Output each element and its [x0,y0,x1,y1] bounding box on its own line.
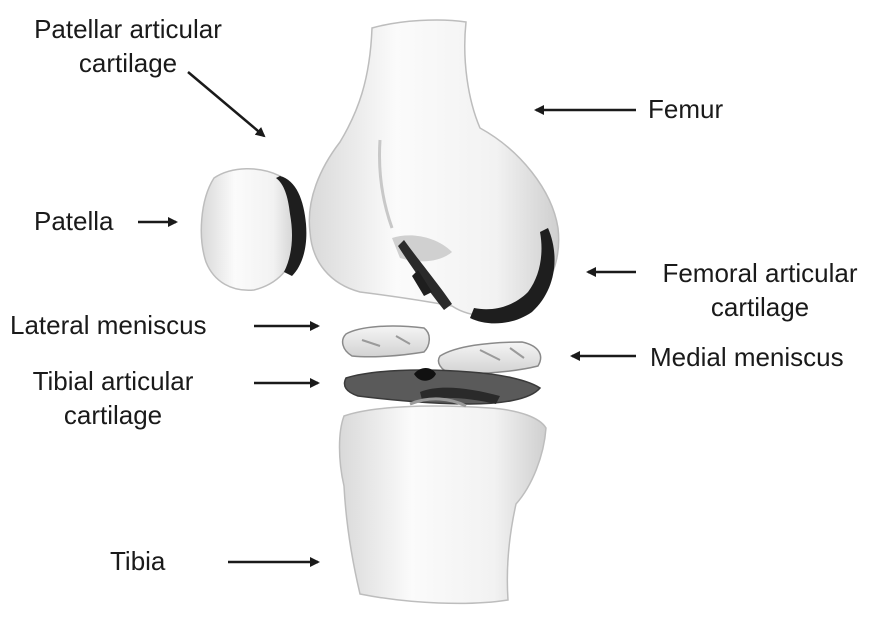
femur-shape [309,20,558,316]
label-lateral-meniscus: Lateral meniscus [10,308,207,342]
medial-meniscus-shape [439,342,541,374]
label-femoral-line-1: Femoral articular [648,256,872,290]
label-tibial-articular-cartilage: Tibial articular cartilage [18,364,208,432]
label-patella: Patella [34,204,114,238]
label-patellar-line-1: Patellar articular [18,12,238,46]
label-femoral-line-2: cartilage [648,290,872,324]
lateral-meniscus-shape [343,326,430,357]
label-tibia: Tibia [110,544,165,578]
label-patellar-articular-cartilage: Patellar articular cartilage [18,12,238,80]
label-femoral-articular-cartilage: Femoral articular cartilage [648,256,872,324]
tibia-shape [340,399,547,603]
label-medial-meniscus: Medial meniscus [650,340,844,374]
label-tibial-line-2: cartilage [18,398,208,432]
arrow-patellar-cartilage [188,72,264,136]
label-femur: Femur [648,92,723,126]
patella-shape [201,169,306,291]
label-tibial-line-1: Tibial articular [18,364,208,398]
label-patellar-line-2: cartilage [18,46,238,80]
